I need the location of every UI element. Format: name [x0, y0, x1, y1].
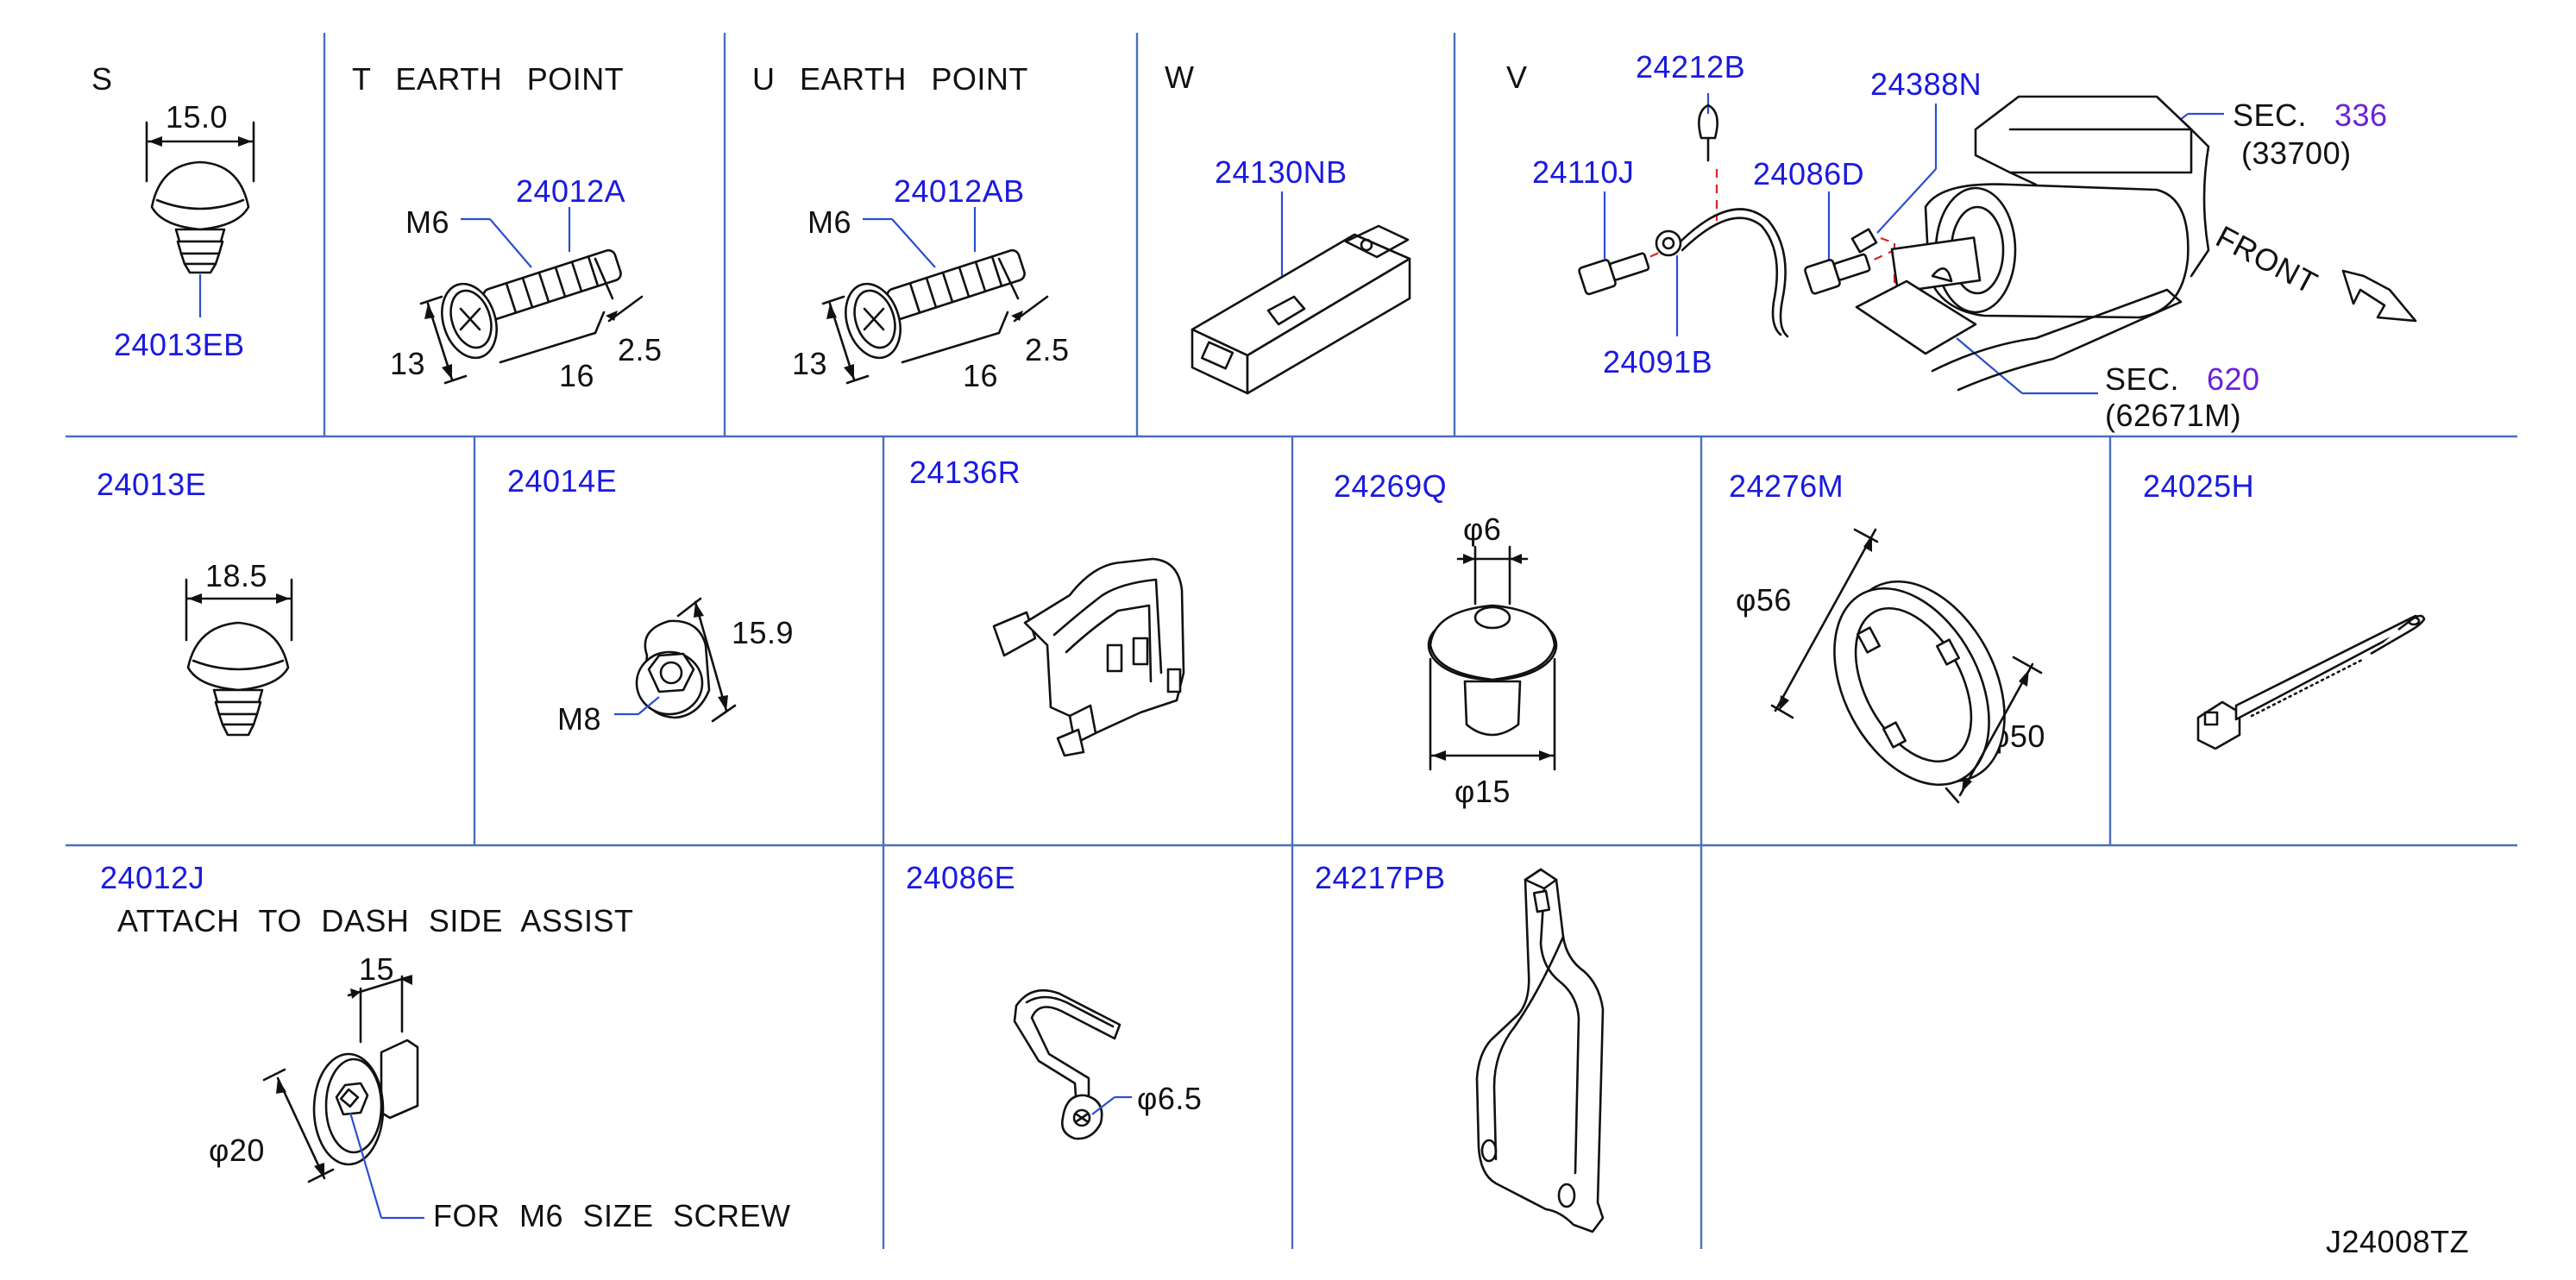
section-ref-label: SEC.	[2233, 97, 2308, 133]
bolt-size-label: M8	[557, 701, 602, 737]
section-ref-sub: (33700)	[2241, 135, 2352, 171]
section-ref-label: SEC.	[2105, 361, 2180, 397]
dimension-label: 13	[792, 346, 828, 381]
dimension-label: 16	[963, 358, 999, 393]
bolt-size-label: M6	[807, 204, 852, 240]
part-number: 24217PB	[1315, 860, 1446, 895]
callout-note: FOR M6 SIZE SCREW	[433, 1198, 791, 1233]
part-number: 24110J	[1532, 154, 1635, 190]
part-number: 24014E	[507, 463, 618, 499]
part-number: 24025H	[2143, 468, 2255, 504]
dimension-label: φ6.5	[1137, 1081, 1203, 1116]
dimension-label: 13	[390, 346, 426, 381]
section-letter: W	[1165, 60, 1195, 95]
diagram-code: J24008TZ	[2326, 1224, 2470, 1259]
part-number: 24013E	[97, 467, 207, 502]
part-number: 24136R	[909, 455, 1021, 490]
part-number: 24269Q	[1334, 468, 1448, 504]
cell-title: U EARTH POINT	[752, 61, 1028, 97]
dimension-label: 15.0	[166, 99, 229, 135]
part-number: 24012J	[100, 860, 205, 895]
part-number: 24276M	[1729, 468, 1844, 504]
dimension-label: 15	[359, 951, 395, 987]
part-number: 24212B	[1636, 49, 1746, 85]
dimension-label: 2.5	[1025, 332, 1070, 367]
part-number: 24091B	[1603, 344, 1713, 380]
attachment-note: ATTACH TO DASH SIDE ASSIST	[117, 903, 634, 938]
dimension-label: φ56	[1736, 582, 1792, 618]
dimension-label: φ20	[209, 1133, 265, 1168]
cell-title: T EARTH POINT	[352, 61, 625, 97]
dimension-label: 18.5	[205, 558, 268, 593]
part-number: 24012A	[516, 173, 626, 209]
section-ref-sub: (62671M)	[2105, 398, 2242, 433]
part-number: 24013EB	[114, 327, 245, 362]
section-letter: S	[91, 61, 113, 97]
part-number: 24086D	[1753, 156, 1865, 191]
part-number: 24086E	[906, 860, 1016, 895]
section-ref-number: 620	[2207, 361, 2260, 397]
dimension-label: 2.5	[618, 332, 663, 367]
dimension-label: 16	[559, 358, 595, 393]
part-number: 24130NB	[1215, 154, 1348, 190]
part-number: 24388N	[1870, 66, 1982, 102]
dimension-label: 15.9	[732, 615, 795, 650]
section-ref-number: 336	[2334, 97, 2388, 133]
part-number: 24012AB	[894, 173, 1025, 209]
bolt-size-label: M6	[405, 204, 450, 240]
dimension-label: φ6	[1463, 511, 1502, 547]
dimension-label: φ15	[1454, 774, 1511, 809]
section-letter: V	[1506, 60, 1528, 95]
